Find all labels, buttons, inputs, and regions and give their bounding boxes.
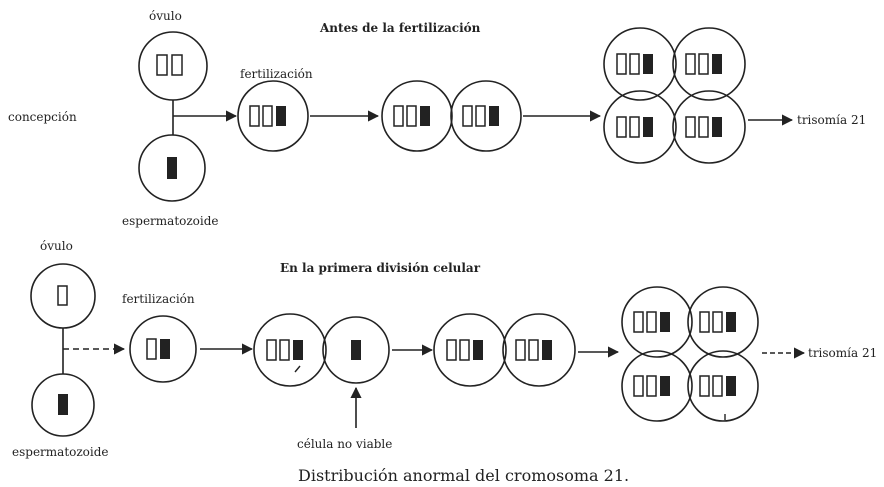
bottom-zygote-cell	[129, 315, 197, 383]
chromosome-21-open	[629, 53, 640, 75]
chromosome-21-filled	[643, 54, 653, 74]
bottom-nonviable-cell	[322, 316, 390, 384]
chromosome-21-open	[279, 339, 290, 361]
chromosome-21-open	[475, 105, 486, 127]
chromosome-21-open	[462, 105, 473, 127]
bottom-2cell-a	[433, 313, 507, 387]
chromosome-21-open	[262, 105, 273, 127]
chromosome-group	[57, 53, 723, 397]
top-sperm-cell	[138, 134, 206, 202]
chromosome-21-filled	[420, 106, 430, 126]
conception-label: concepción	[8, 110, 77, 124]
chromosome-21-filled	[167, 157, 177, 179]
bottom-fertilization-label: fertilización	[122, 292, 195, 306]
chromosome-21-open	[712, 311, 723, 333]
chromosome-21-open	[698, 53, 709, 75]
chromosome-21-open	[249, 105, 260, 127]
bottom-sperm-label: espermatozoide	[12, 445, 109, 459]
top-4cell-c	[603, 90, 677, 164]
chromosome-21-open	[171, 54, 183, 76]
chromosome-21-filled	[473, 340, 483, 360]
bottom-2cell-b	[502, 313, 576, 387]
top-2cell-b	[450, 80, 522, 152]
bottom-result-label: trisomía 21	[808, 346, 877, 360]
bottom-4cell-a	[621, 286, 693, 358]
paternal-chromosome-group	[58, 54, 736, 415]
top-zygote-cell	[237, 80, 309, 152]
top-ovum-label: óvulo	[149, 9, 182, 23]
chromosome-21-open	[685, 53, 696, 75]
chromosome-21-open	[266, 339, 277, 361]
chromosome-21-filled	[726, 312, 736, 332]
figure-caption: Distribución anormal del cromosoma 21.	[298, 466, 629, 485]
chromosome-21-open	[446, 339, 457, 361]
bottom-ovum-cell	[30, 263, 96, 329]
chromosome-21-filled	[643, 117, 653, 137]
chromosome-21-filled	[660, 312, 670, 332]
chromosome-21-filled	[276, 106, 286, 126]
chromosome-21-open	[616, 53, 627, 75]
top-ovum-cell	[138, 31, 208, 101]
division-tick	[294, 365, 301, 373]
top-sperm-label: espermatozoide	[122, 214, 219, 228]
top-2cell-a	[381, 80, 453, 152]
chromosome-21-open	[712, 375, 723, 397]
chromosome-21-open	[646, 311, 657, 333]
bottom-4cell-b	[687, 286, 759, 358]
chromosome-21-open	[57, 285, 68, 306]
chromosome-21-open	[616, 116, 627, 138]
chromosome-21-open	[633, 311, 644, 333]
chromosome-21-filled	[660, 376, 670, 396]
chromosome-21-filled	[351, 340, 361, 360]
chromosome-21-filled	[489, 106, 499, 126]
chromosome-21-filled	[58, 394, 68, 415]
chromosome-21-open	[699, 375, 710, 397]
chromosome-21-open	[156, 54, 168, 76]
chromosome-21-open	[629, 116, 640, 138]
chromosome-21-open	[633, 375, 644, 397]
chromosome-21-open	[528, 339, 539, 361]
nonviable-label: célula no viable	[297, 437, 392, 451]
bottom-division-cell	[253, 313, 327, 387]
chromosome-21-open	[515, 339, 526, 361]
chromosome-21-filled	[293, 340, 303, 360]
chromosome-21-open	[699, 311, 710, 333]
top-4cell-d	[672, 90, 746, 164]
top-4cell-b	[672, 27, 746, 101]
chromosome-21-open	[406, 105, 417, 127]
bottom-4cell-c	[621, 350, 693, 422]
chromosome-21-filled	[160, 339, 170, 359]
bottom-title: En la primera división celular	[280, 261, 481, 275]
chromosome-21-filled	[712, 54, 722, 74]
chromosome-21-filled	[542, 340, 552, 360]
chromosome-21-open	[646, 375, 657, 397]
chromosome-21-filled	[712, 117, 722, 137]
chromosome-21-open	[459, 339, 470, 361]
chromosome-21-open	[393, 105, 404, 127]
chromosome-21-open	[698, 116, 709, 138]
top-title: Antes de la fertilización	[319, 21, 481, 35]
bottom-4cell-d	[687, 350, 759, 422]
chromosome-21-filled	[726, 376, 736, 396]
bottom-ovum-label: óvulo	[40, 239, 73, 253]
top-4cell-a	[603, 27, 677, 101]
chromosome-21-open	[146, 338, 157, 360]
chromosome-21-open	[685, 116, 696, 138]
top-result-label: trisomía 21	[797, 113, 866, 127]
top-fertilization-label: fertilización	[240, 67, 313, 81]
